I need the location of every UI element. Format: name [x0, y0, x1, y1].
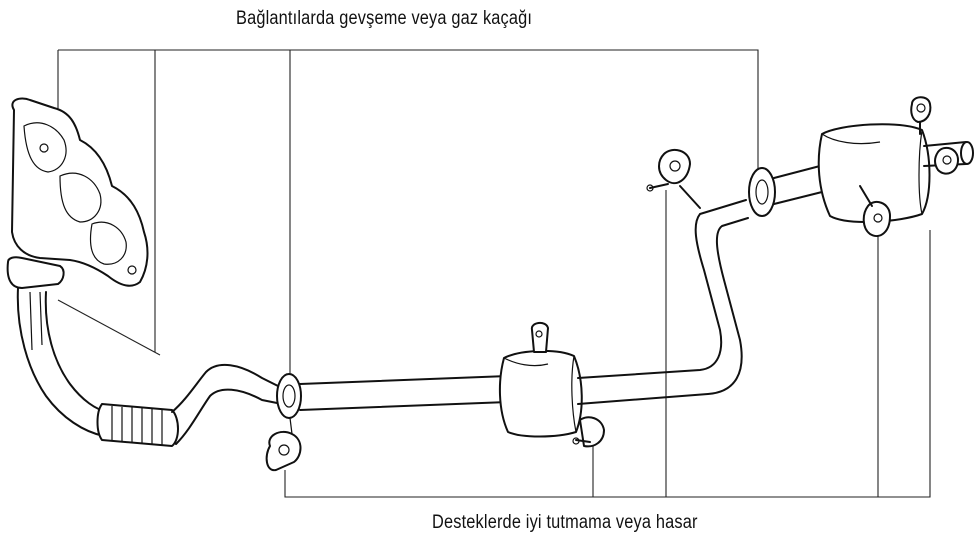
- tail-pipe: [773, 165, 831, 205]
- support-damage-caption: Desteklerde iyi tutmama veya hasar: [432, 512, 698, 533]
- support-callout-lines: [284, 190, 931, 498]
- flange-joint-1: [276, 373, 302, 419]
- joint-leak-caption: Bağlantılarda gevşeme veya gaz kaçağı: [236, 8, 533, 29]
- rubber-hanger-2: [646, 148, 701, 209]
- muffler-hanger-top: [910, 96, 932, 135]
- rubber-hanger-1: [265, 417, 302, 472]
- muffler-hanger-bottom: [859, 185, 891, 237]
- exhaust-manifold: [6, 97, 149, 289]
- intermediate-pipe: [299, 375, 509, 411]
- joint-callout-lines: [57, 49, 759, 380]
- muffler-hanger-rear: [934, 146, 959, 175]
- main-muffler: [817, 123, 974, 223]
- rear-pipe: [577, 199, 749, 405]
- center-resonator: [498, 322, 605, 448]
- flange-joint-2: [748, 167, 776, 217]
- front-pipe: [16, 287, 283, 447]
